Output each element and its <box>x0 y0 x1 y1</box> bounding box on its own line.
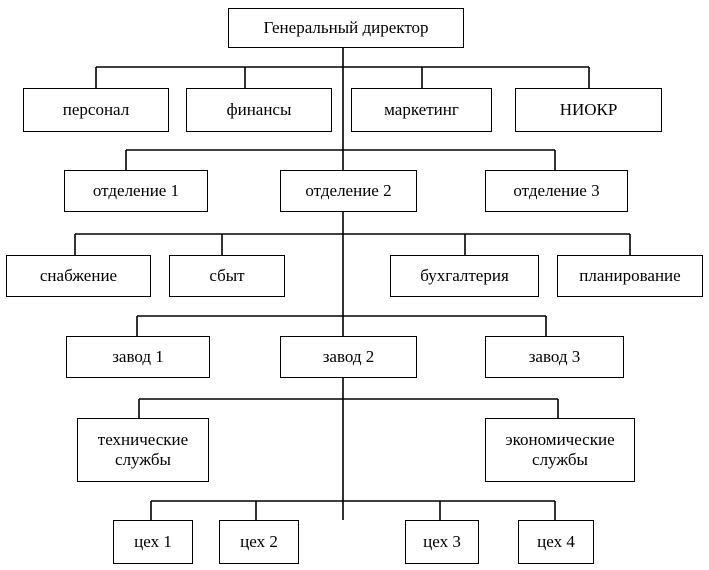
division-2-box: отделение 2 <box>280 170 417 212</box>
plant-2-box: завод 2 <box>280 336 417 378</box>
plant-1-box: завод 1 <box>66 336 210 378</box>
accounting-box: бухгалтерия <box>390 255 539 297</box>
finance-box: финансы <box>186 88 332 132</box>
supply-box: снабжение <box>6 255 151 297</box>
ceo-box: Генеральный директор <box>228 8 464 48</box>
plant-3-box: завод 3 <box>485 336 624 378</box>
shop-1-box: цех 1 <box>113 520 193 564</box>
shop-3-box: цех 3 <box>405 520 479 564</box>
shop-2-box: цех 2 <box>219 520 299 564</box>
economic-services-box: экономические службы <box>485 418 635 482</box>
division-3-box: отделение 3 <box>485 170 628 212</box>
division-1-box: отделение 1 <box>64 170 208 212</box>
rnd-box: НИОКР <box>515 88 662 132</box>
sales-box: сбыт <box>169 255 285 297</box>
planning-box: планирование <box>557 255 703 297</box>
technical-services-box: технические службы <box>77 418 209 482</box>
marketing-box: маркетинг <box>351 88 492 132</box>
shop-4-box: цех 4 <box>518 520 594 564</box>
personnel-box: персонал <box>23 88 169 132</box>
